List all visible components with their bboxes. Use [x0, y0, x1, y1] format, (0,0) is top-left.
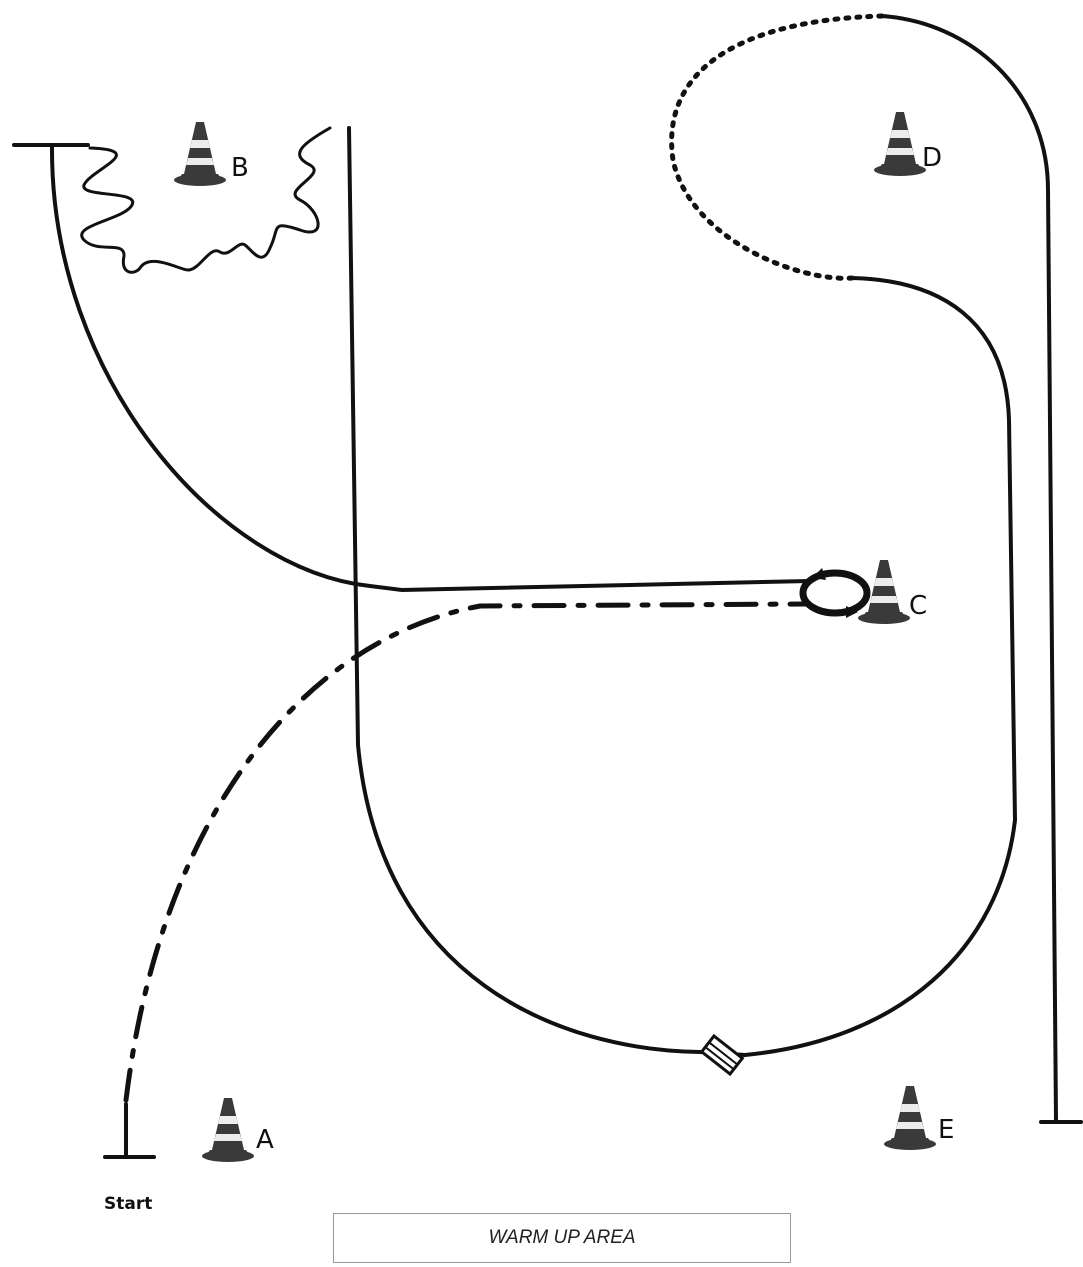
cone-c-icon: C: [858, 560, 927, 624]
warm-up-area-box: WARM UP AREA: [333, 1213, 791, 1263]
cone-c-label: C: [909, 591, 927, 621]
cone-e-label: E: [938, 1115, 954, 1145]
dotted-loop-path: [669, 13, 885, 281]
cone-d-icon: D: [874, 112, 942, 176]
start-marker: [103, 1102, 156, 1159]
dash-dot-path: [123, 601, 808, 1103]
lower-loop-path: [347, 126, 1017, 1057]
cone-d-label: D: [922, 143, 942, 173]
cone-c-loop: [799, 568, 871, 618]
zigzag-path: [80, 126, 332, 274]
cone-e-icon: E: [884, 1086, 954, 1150]
warm-up-area-label: WARM UP AREA: [488, 1227, 636, 1248]
left-arc-path: [12, 143, 812, 592]
cone-b-label: B: [231, 153, 249, 183]
right-loop-path: [880, 14, 1058, 1122]
start-label: Start: [104, 1194, 153, 1214]
cone-a-label: A: [256, 1125, 274, 1155]
gate-icon: [699, 1033, 745, 1077]
cone-a-icon: A: [202, 1098, 274, 1162]
cone-b-icon: B: [174, 122, 249, 186]
